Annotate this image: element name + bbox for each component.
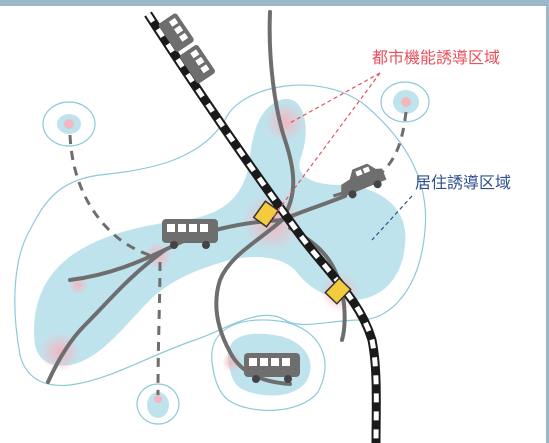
urban-core-south-patch: [222, 352, 242, 372]
outer-boundary: [14, 84, 427, 387]
satellite-south-fill: [147, 392, 169, 418]
road-southwest: [46, 248, 167, 384]
right-border: [546, 0, 549, 443]
leader-urban-2: [270, 72, 381, 221]
satellite-west-outline: [42, 101, 96, 147]
leader-urban-1: [287, 72, 381, 125]
residential-zone-main: [34, 98, 406, 366]
railway-dash: [145, 12, 379, 443]
residential-zone-label: 居住誘導区域: [415, 173, 512, 192]
station-icon: [324, 277, 352, 305]
bus-route-south: [156, 261, 162, 396]
bus-route-west: [68, 134, 153, 258]
satellite-west-core: [64, 119, 74, 129]
satellite-ne-core: [401, 97, 411, 107]
satellite-south-outline: [136, 383, 180, 425]
south-outline: [211, 319, 326, 412]
road-north: [267, 10, 296, 222]
station-icon: [252, 200, 280, 228]
leader-residential: [371, 195, 413, 241]
top-border: [0, 0, 549, 6]
train-icon: [158, 13, 215, 84]
bus-icon: [162, 219, 218, 249]
urban-core-north: [265, 102, 305, 142]
satellite-ne-outline: [380, 81, 430, 123]
car-icon: [341, 163, 387, 199]
satellite-south-core: [154, 395, 162, 403]
urban-function-zone-label: 都市機能誘導区域: [372, 48, 501, 67]
bus-icon: [244, 353, 300, 383]
